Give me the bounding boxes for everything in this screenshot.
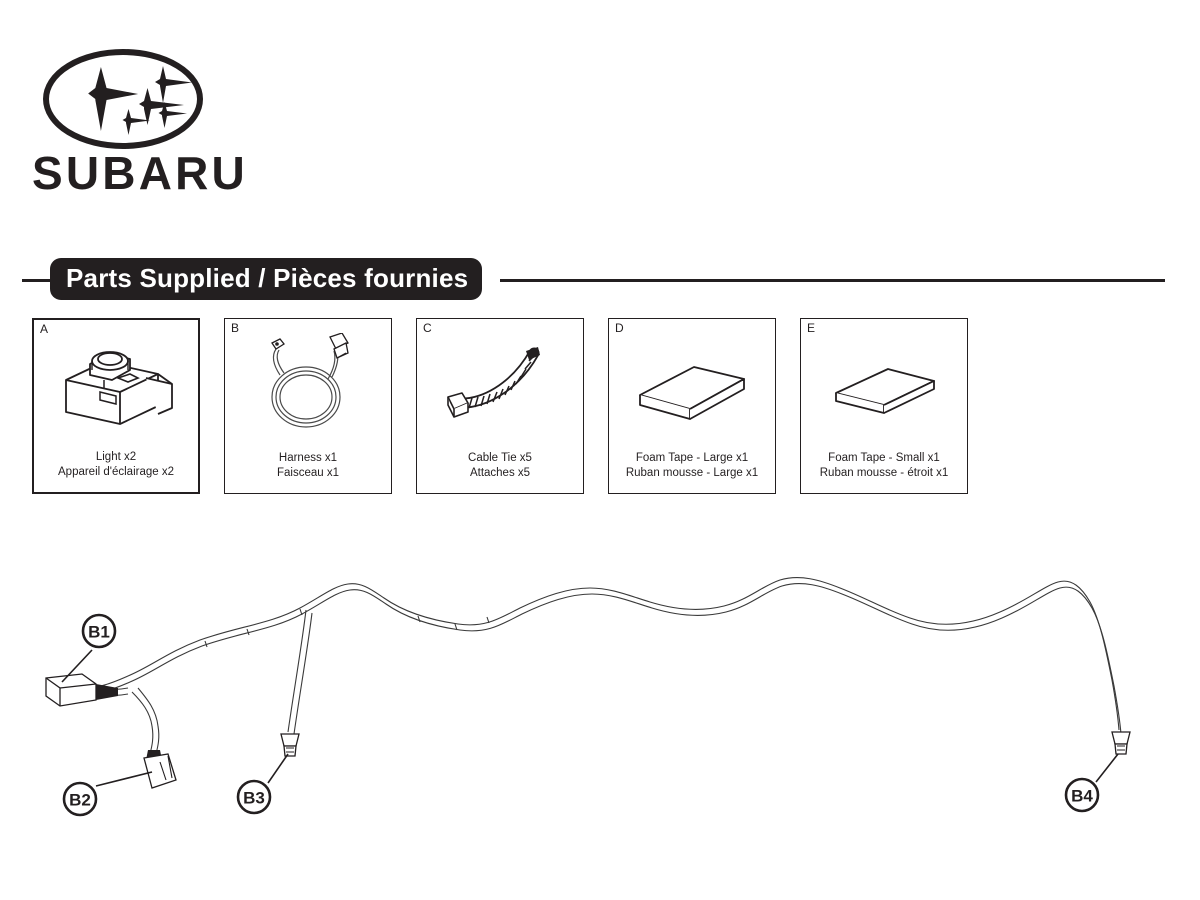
part-box-e[interactable]: E Foam Tape - Small x1 Ruban mousse - ét…: [800, 318, 968, 494]
foam-tape-small-icon: [801, 333, 967, 441]
subaru-logo: SUBARU: [32, 45, 252, 190]
connector-b1: [45, 673, 97, 707]
part-letter-c: C: [423, 321, 432, 335]
part-letter-a: A: [40, 322, 49, 336]
callout-label-b1: B1: [88, 623, 110, 642]
section-header: Parts Supplied / Pièces fournies: [22, 258, 1167, 302]
subaru-wordmark: SUBARU: [32, 147, 248, 190]
coiled-harness-icon: [225, 333, 391, 441]
part-caption-en-d: Foam Tape - Large x1: [635, 452, 749, 464]
header-rule-left: [22, 279, 52, 282]
callout-b4[interactable]: B4: [1064, 753, 1119, 813]
cable-tie-icon: [417, 333, 583, 441]
harness-main-cable: [69, 577, 1122, 735]
part-letter-d: D: [615, 321, 624, 335]
header-rule-right: [500, 279, 1165, 282]
harness-branch-b1: [95, 684, 129, 700]
callout-b1[interactable]: B1: [61, 613, 117, 683]
part-box-d[interactable]: D Foam Tape - Large x1 Ruban mousse - La…: [608, 318, 776, 494]
harness-wiring-diagram: B1 B2 B3 B4: [0, 540, 1200, 870]
section-title-pill: Parts Supplied / Pièces fournies: [50, 258, 483, 300]
part-captions-c: Cable Tie x5 Attaches x5: [417, 451, 583, 481]
part-caption-fr-b: Faisceau x1: [276, 467, 339, 479]
callout-label-b3: B3: [243, 789, 265, 808]
part-captions-a: Light x2 Appareil d'éclairage x2: [34, 450, 198, 480]
part-caption-en-c: Cable Tie x5: [468, 452, 532, 464]
part-letter-e: E: [807, 321, 816, 335]
callout-label-b4: B4: [1071, 787, 1093, 806]
connector-b4: [1111, 731, 1131, 755]
connector-b2: [143, 750, 177, 789]
section-title-text: Parts Supplied / Pièces fournies: [66, 263, 469, 293]
callout-b2[interactable]: B2: [62, 771, 153, 817]
part-caption-fr-c: Attaches x5: [469, 467, 531, 479]
part-box-a[interactable]: A: [32, 318, 200, 494]
part-caption-en-e: Foam Tape - Small x1: [828, 452, 940, 464]
callout-b3[interactable]: B3: [236, 753, 289, 815]
subaru-logo-graphic: SUBARU: [32, 49, 248, 190]
part-captions-e: Foam Tape - Small x1 Ruban mousse - étro…: [801, 451, 967, 481]
part-caption-en-a: Light x2: [95, 451, 137, 463]
part-caption-fr-d: Ruban mousse - Large x1: [625, 467, 759, 479]
foam-tape-large-icon: [609, 333, 775, 441]
part-caption-fr-a: Appareil d'éclairage x2: [58, 466, 174, 478]
svg-text:SUBARU: SUBARU: [32, 147, 248, 190]
part-box-c[interactable]: C Cable Tie x5 Atta: [416, 318, 584, 494]
light-assembly-icon: [34, 334, 198, 442]
part-caption-fr-e: Ruban mousse - étroit x1: [819, 467, 949, 479]
part-letter-b: B: [231, 321, 240, 335]
harness-branch-b3: [287, 609, 313, 735]
part-box-b[interactable]: B: [224, 318, 392, 494]
part-captions-d: Foam Tape - Large x1 Ruban mousse - Larg…: [609, 451, 775, 481]
connector-b3: [280, 733, 300, 757]
part-captions-b: Harness x1 Faisceau x1: [225, 451, 391, 481]
parts-supplied-list: A: [32, 318, 1172, 498]
callout-label-b2: B2: [69, 791, 91, 810]
harness-branch-b2: [131, 687, 160, 755]
part-caption-en-b: Harness x1: [278, 452, 338, 464]
subaru-star-oval-icon: [43, 49, 203, 149]
